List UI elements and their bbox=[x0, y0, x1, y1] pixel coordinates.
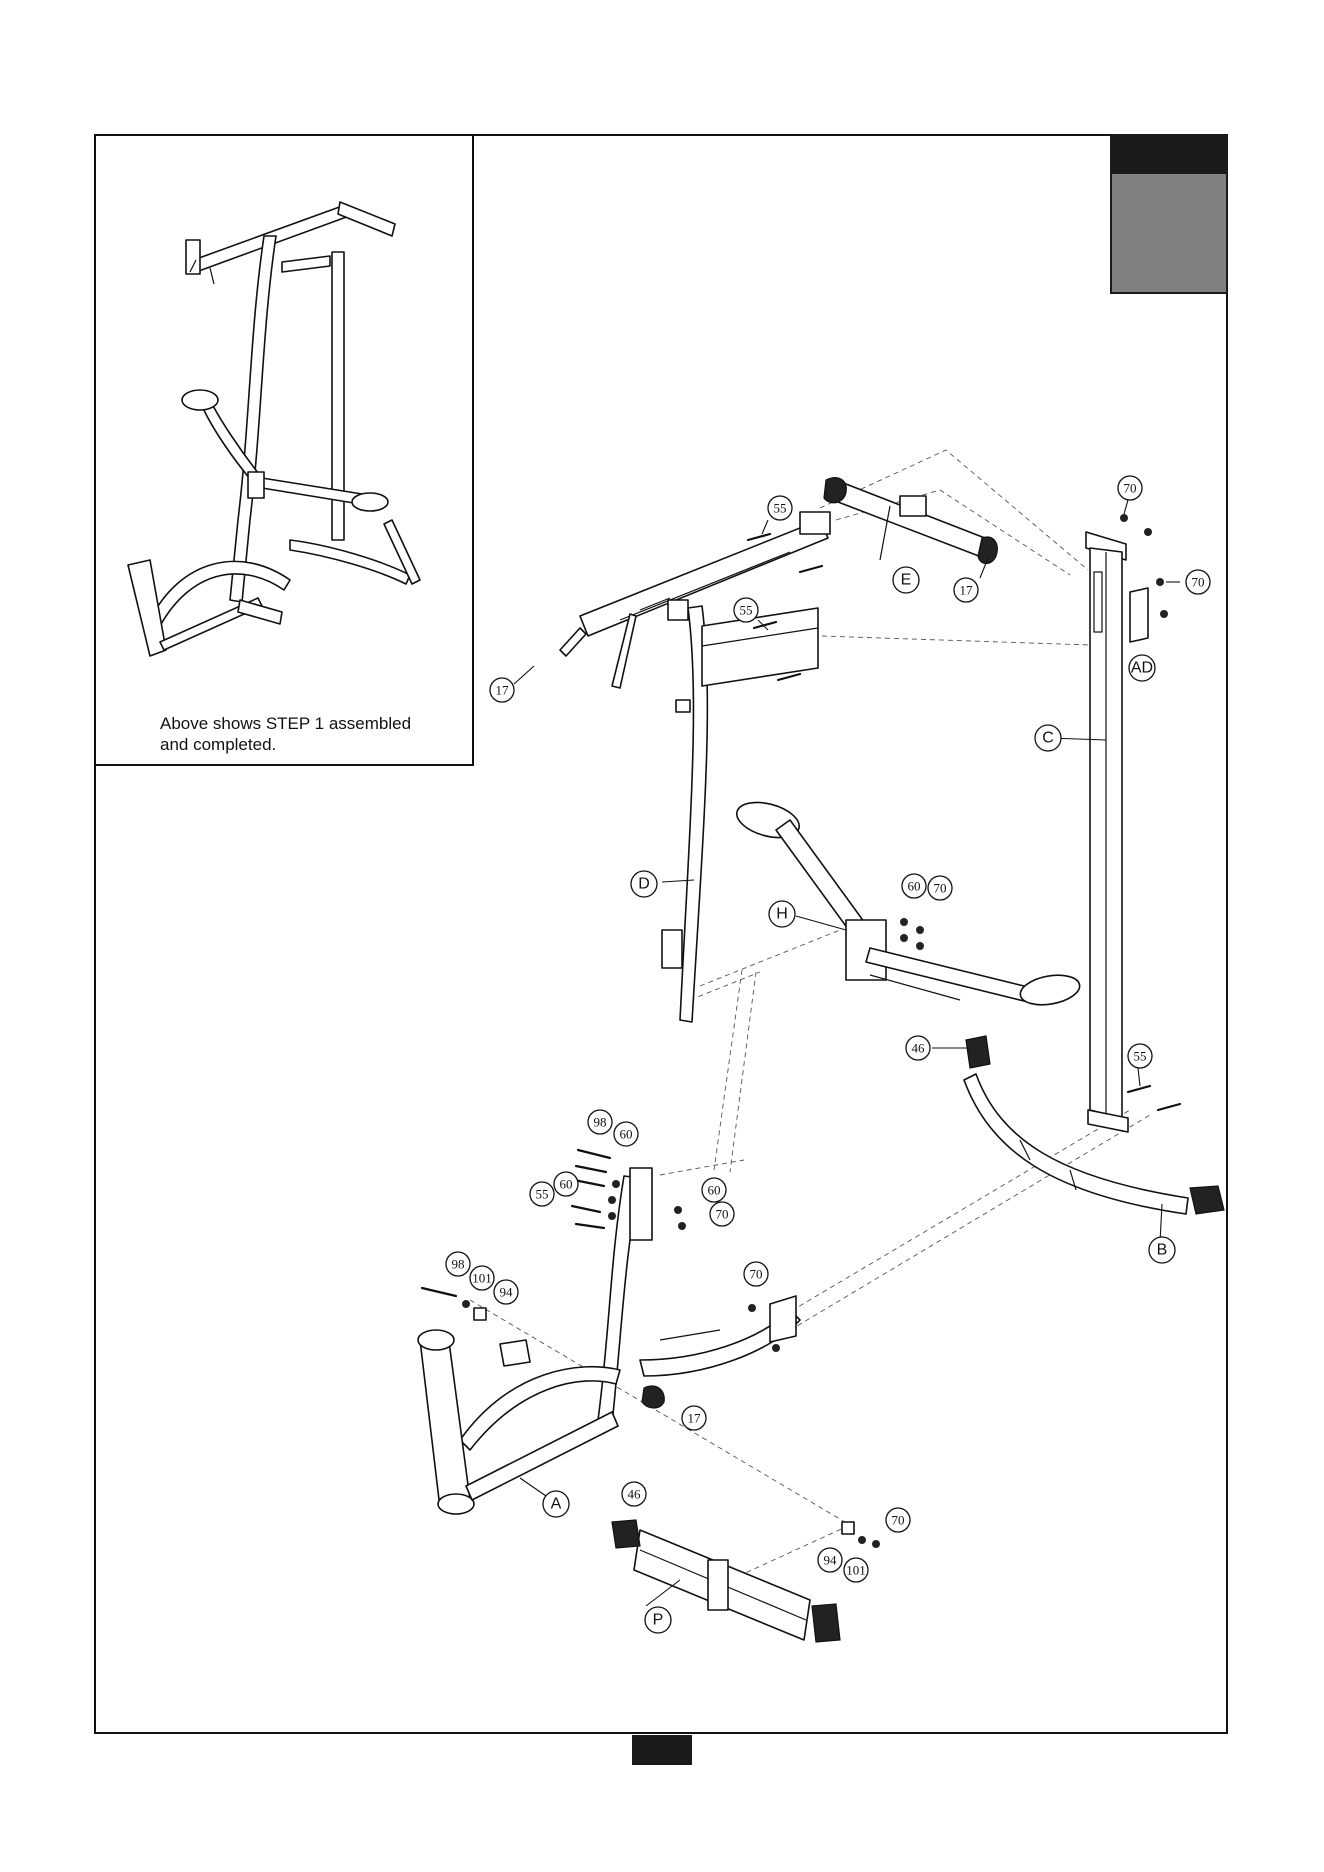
callout-55-b: 55 bbox=[1128, 1044, 1152, 1068]
svg-text:AD: AD bbox=[1131, 660, 1153, 677]
svg-text:70: 70 bbox=[892, 1513, 905, 1528]
svg-text:55: 55 bbox=[740, 603, 753, 618]
part-a-base-frame bbox=[418, 1168, 800, 1514]
svg-text:46: 46 bbox=[628, 1487, 642, 1502]
svg-text:A: A bbox=[551, 1496, 562, 1513]
svg-text:H: H bbox=[776, 906, 788, 923]
callout-60-h: 60 bbox=[902, 874, 926, 898]
svg-text:70: 70 bbox=[1192, 575, 1205, 590]
svg-text:60: 60 bbox=[560, 1177, 573, 1192]
svg-text:17: 17 bbox=[688, 1411, 702, 1426]
svg-text:70: 70 bbox=[1124, 481, 1137, 496]
callout-17-left: 17 bbox=[490, 678, 514, 702]
callout-17-a: 17 bbox=[682, 1406, 706, 1430]
callout-60-upper: 60 bbox=[614, 1122, 638, 1146]
callout-60-left: 60 bbox=[554, 1172, 578, 1196]
svg-text:D: D bbox=[638, 876, 650, 893]
label-part-a: A bbox=[543, 1491, 569, 1517]
part-c-upright bbox=[1086, 532, 1148, 1132]
label-part-b: B bbox=[1149, 1237, 1175, 1263]
svg-text:94: 94 bbox=[500, 1285, 514, 1300]
label-part-c: C bbox=[1035, 725, 1061, 751]
svg-text:94: 94 bbox=[824, 1553, 838, 1568]
svg-text:70: 70 bbox=[750, 1267, 763, 1282]
part-d-upright-assembly bbox=[560, 512, 830, 1022]
svg-text:E: E bbox=[901, 572, 912, 589]
callout-101-p: 101 bbox=[844, 1558, 868, 1582]
callout-70-p: 70 bbox=[886, 1508, 910, 1532]
callout-46-b: 46 bbox=[906, 1036, 930, 1060]
svg-text:55: 55 bbox=[1134, 1049, 1147, 1064]
callout-60-right: 60 bbox=[702, 1178, 726, 1202]
callout-70-bracket: 70 bbox=[1186, 570, 1210, 594]
svg-text:101: 101 bbox=[472, 1271, 492, 1286]
label-part-p: P bbox=[645, 1607, 671, 1633]
callout-55-left: 55 bbox=[530, 1182, 554, 1206]
svg-text:70: 70 bbox=[716, 1207, 729, 1222]
svg-text:70: 70 bbox=[934, 881, 947, 896]
svg-text:60: 60 bbox=[708, 1183, 721, 1198]
callout-98-upper: 98 bbox=[588, 1110, 612, 1134]
callout-98-lower: 98 bbox=[446, 1252, 470, 1276]
label-part-d: D bbox=[631, 871, 657, 897]
svg-text:46: 46 bbox=[912, 1041, 926, 1056]
callout-17-right: 17 bbox=[954, 578, 978, 602]
svg-text:98: 98 bbox=[594, 1115, 607, 1130]
svg-text:101: 101 bbox=[846, 1563, 866, 1578]
svg-text:B: B bbox=[1157, 1242, 1168, 1259]
callout-46-p: 46 bbox=[622, 1482, 646, 1506]
callout-70-top: 70 bbox=[1118, 476, 1142, 500]
callout-55-top: 55 bbox=[768, 496, 792, 520]
svg-text:98: 98 bbox=[452, 1257, 465, 1272]
callout-55-mid: 55 bbox=[734, 598, 758, 622]
callout-70-right: 70 bbox=[710, 1202, 734, 1226]
svg-text:17: 17 bbox=[960, 583, 974, 598]
label-part-h: H bbox=[769, 901, 795, 927]
svg-text:P: P bbox=[653, 1612, 664, 1629]
svg-text:55: 55 bbox=[536, 1187, 549, 1202]
svg-text:60: 60 bbox=[620, 1127, 633, 1142]
callout-94-p: 94 bbox=[818, 1548, 842, 1572]
svg-text:60: 60 bbox=[908, 879, 921, 894]
label-part-e: E bbox=[893, 567, 919, 593]
svg-text:C: C bbox=[1042, 730, 1054, 747]
callout-94-lower: 94 bbox=[494, 1280, 518, 1304]
svg-text:55: 55 bbox=[774, 501, 787, 516]
callout-101-lower: 101 bbox=[470, 1266, 494, 1290]
callout-leaders bbox=[514, 500, 1180, 1606]
inset-frame-sketch bbox=[128, 202, 420, 656]
svg-text:17: 17 bbox=[496, 683, 510, 698]
label-part-ad: AD bbox=[1129, 655, 1155, 681]
part-e-top-crossbar bbox=[824, 478, 997, 564]
callout-70-a: 70 bbox=[744, 1262, 768, 1286]
callout-70-h: 70 bbox=[928, 876, 952, 900]
